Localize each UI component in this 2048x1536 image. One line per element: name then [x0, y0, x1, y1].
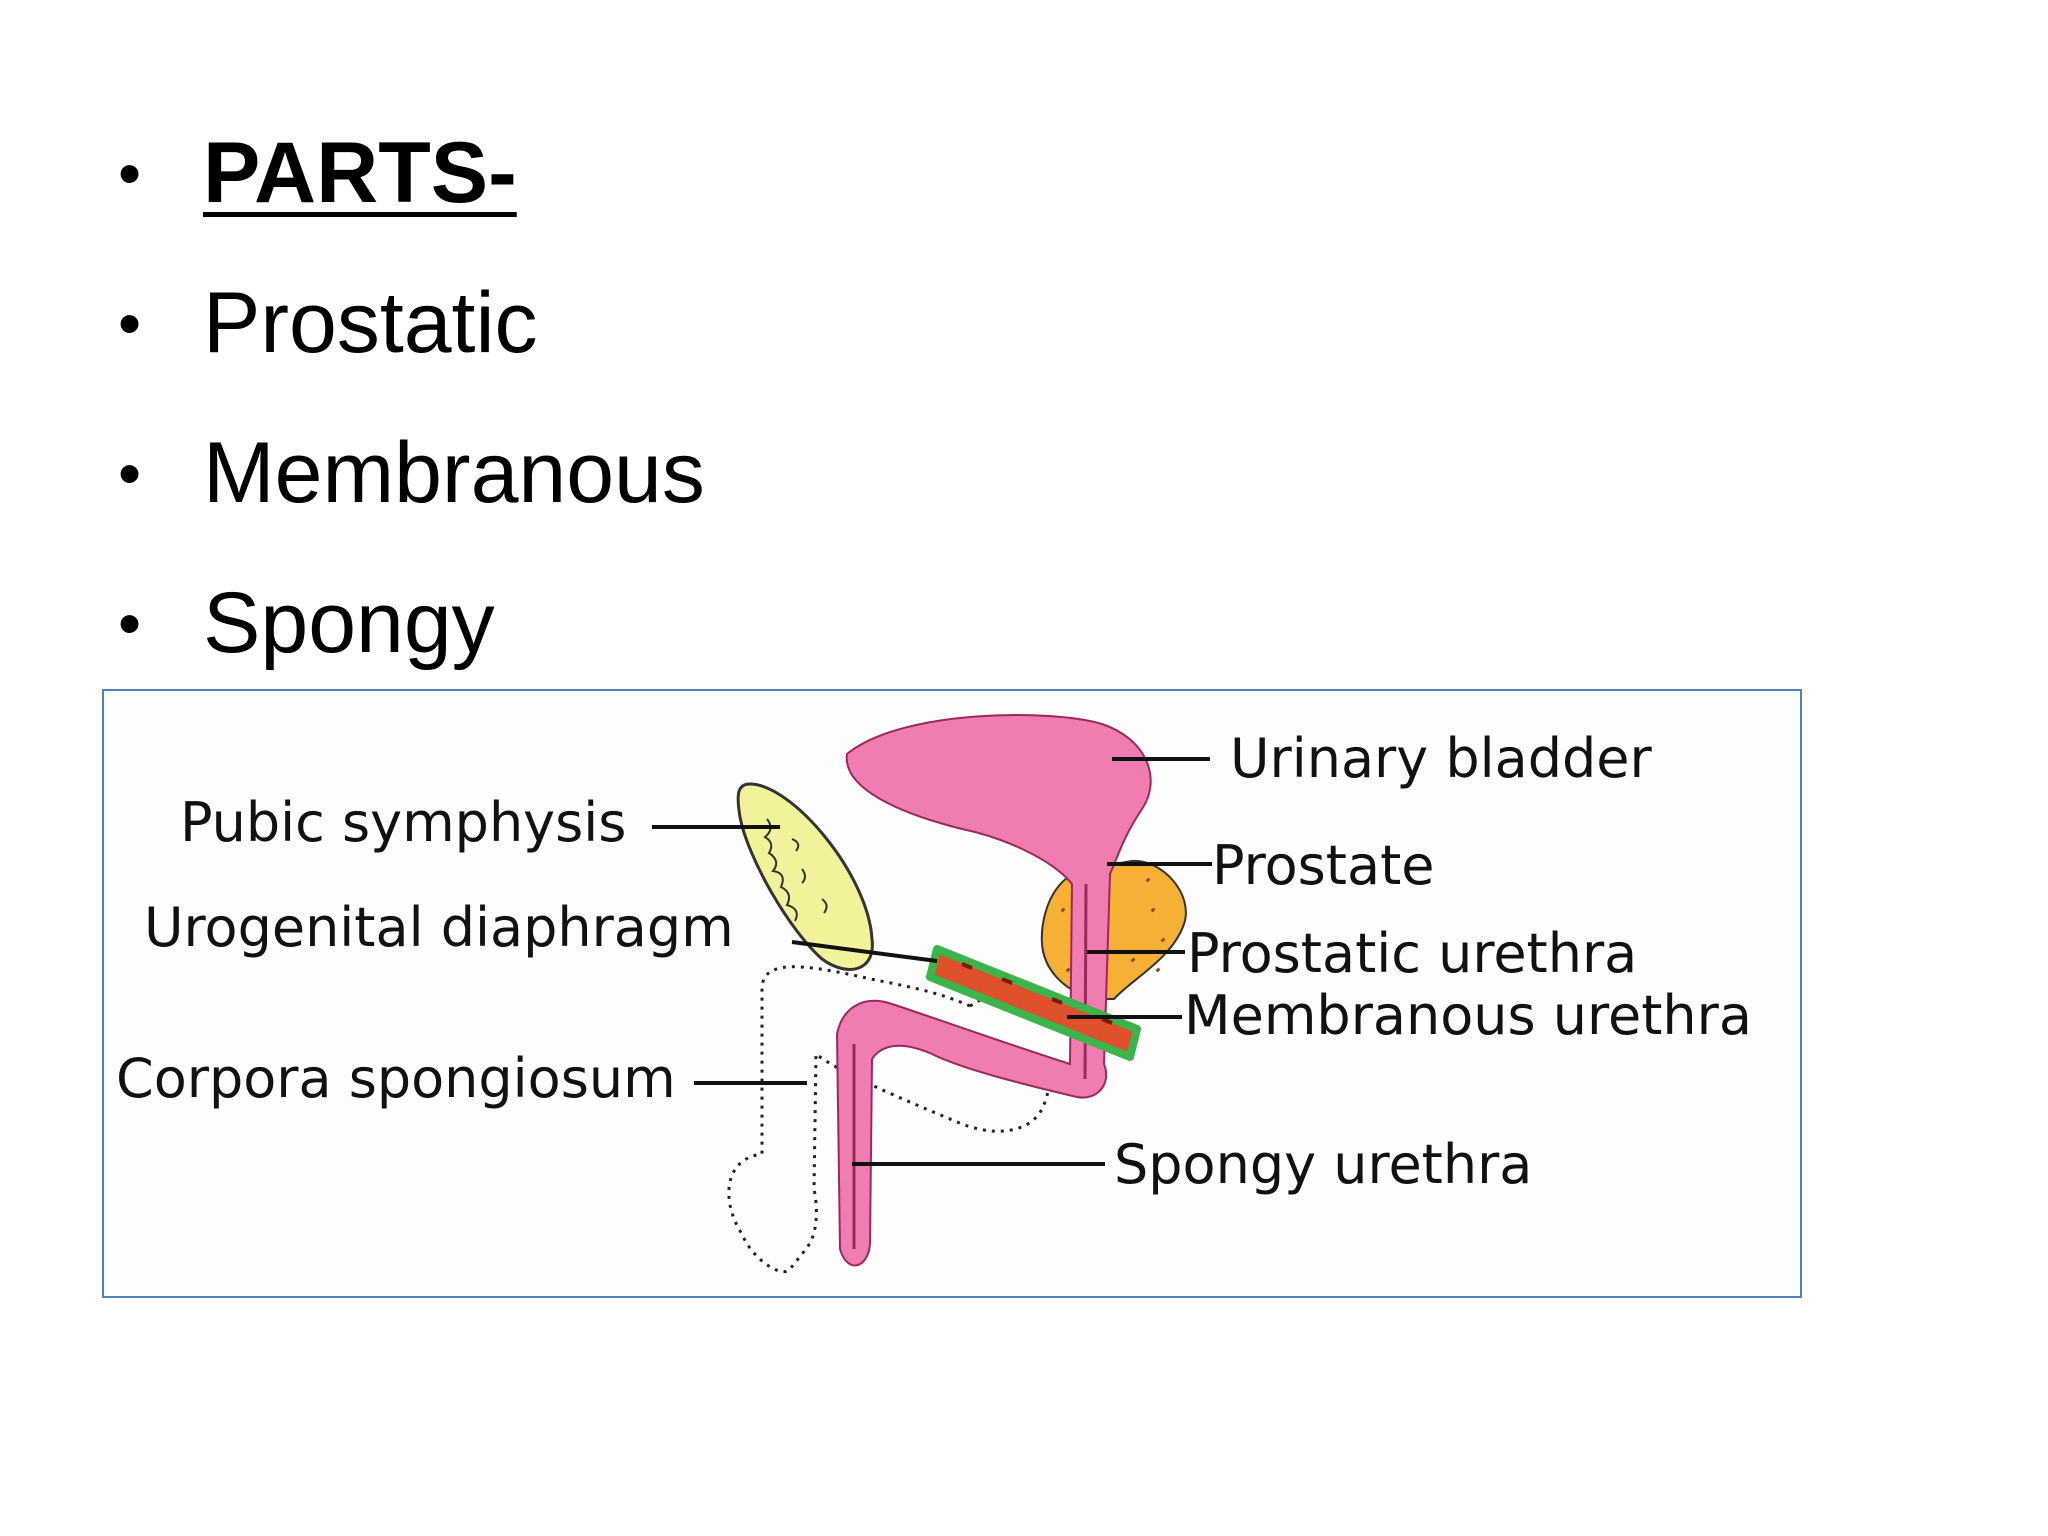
pubic-symphysis-shape [736, 782, 874, 971]
bullet-glyph: • [118, 286, 142, 360]
bullet-spongy: Spongy [203, 575, 495, 671]
label-spongy-urethra: Spongy urethra [1114, 1133, 1532, 1196]
bullet-membranous: Membranous [203, 425, 705, 521]
label-membranous-urethra: Membranous urethra [1184, 984, 1752, 1047]
bullet-item-spongy: • Spongy [118, 548, 705, 698]
leader-lines [652, 757, 1212, 1166]
label-pubic-symphysis: Pubic symphysis [180, 791, 626, 854]
urogenital-diaphragm-shape [926, 945, 1141, 1061]
label-prostatic-urethra: Prostatic urethra [1187, 922, 1637, 985]
label-urinary-bladder: Urinary bladder [1230, 727, 1653, 790]
bullet-item-parts: • PARTS- [118, 98, 705, 248]
label-corpora-spongiosum: Corpora spongiosum [116, 1047, 676, 1110]
urethra-diagram: Urinary bladder Prostate Prostatic ureth… [102, 689, 1802, 1298]
bullet-item-membranous: • Membranous [118, 398, 705, 548]
bullet-glyph: • [118, 136, 142, 210]
label-prostate: Prostate [1212, 834, 1434, 897]
bullet-list: • PARTS- • Prostatic • Membranous • Spon… [118, 98, 705, 698]
urethra-lumen-line [852, 883, 1088, 1249]
leader-urogenital-diaphragm [791, 940, 938, 963]
bullet-glyph: • [118, 436, 142, 510]
label-urogenital-diaphragm: Urogenital diaphragm [144, 896, 734, 959]
parts-heading: PARTS- [203, 125, 517, 221]
bullet-item-prostatic: • Prostatic [118, 248, 705, 398]
bullet-prostatic: Prostatic [203, 275, 538, 371]
bullet-glyph: • [118, 586, 142, 660]
